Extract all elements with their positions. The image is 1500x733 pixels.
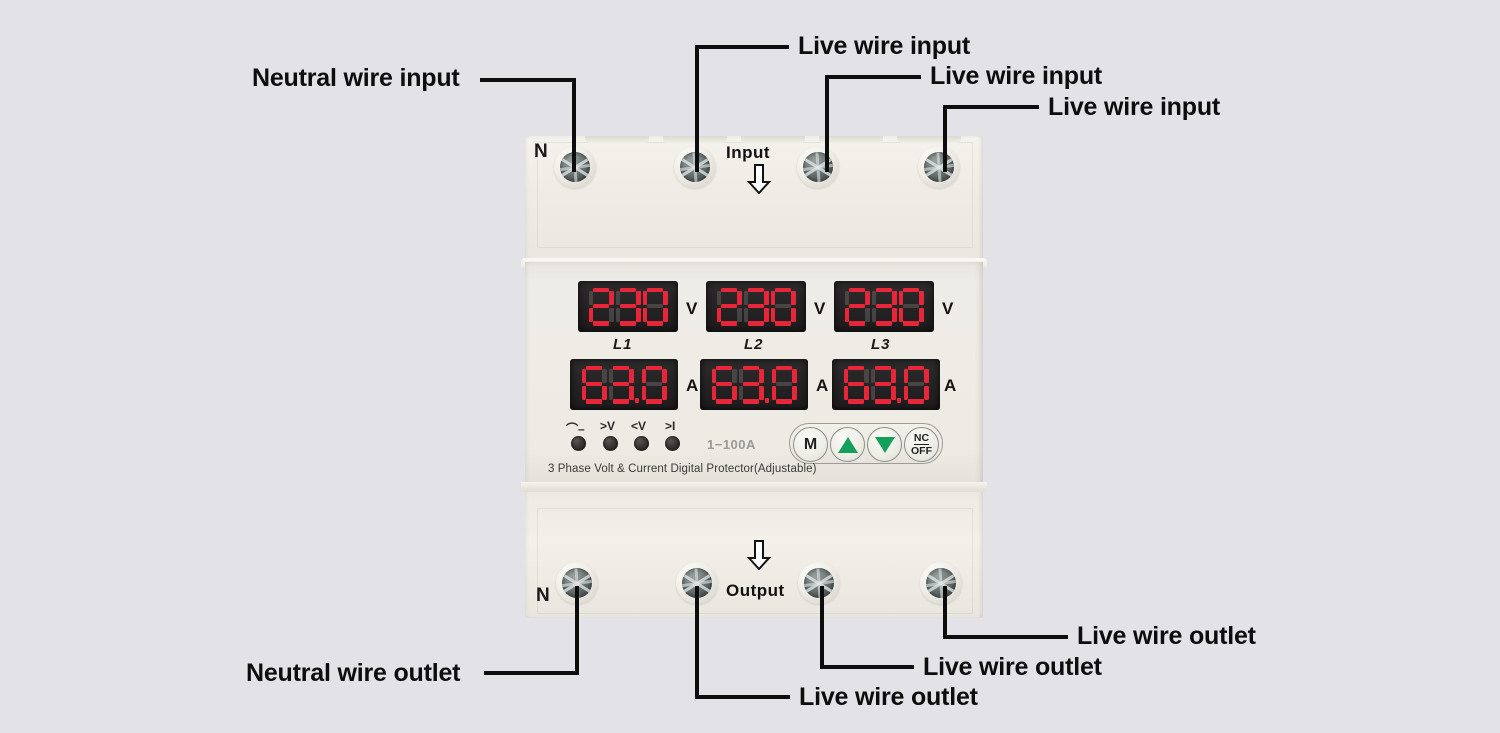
seven-segment-digit: [716, 287, 742, 326]
seven-segment-digit: [898, 287, 924, 326]
seven-segment-decimal-point: [896, 366, 903, 404]
down-arrow-outline-icon: [746, 540, 772, 570]
seven-segment-digit: [844, 287, 870, 326]
phase-label-l2: L2: [744, 336, 764, 353]
seven-segment-digit: [608, 365, 634, 404]
housing-notch: [741, 136, 805, 143]
seven-segment-digit: [615, 287, 641, 326]
voltage-unit-l1: V: [686, 299, 698, 318]
indicator-label-over-current: >I: [665, 419, 676, 433]
live-output-terminal-l2[interactable]: [798, 562, 840, 604]
screw-terminal-icon: [680, 152, 710, 182]
screw-terminal-icon: [803, 152, 833, 182]
mode-button[interactable]: M: [793, 427, 828, 462]
current-unit-l1: A: [686, 376, 699, 395]
housing-notch: [897, 136, 961, 143]
seven-segment-digit: [843, 365, 869, 404]
current-unit-l3: A: [944, 376, 957, 395]
seven-segment-digit: [743, 287, 769, 326]
input-neutral-letter: N: [534, 141, 548, 162]
callout-live-wire-input-2: Live wire input: [930, 62, 1103, 90]
callout-live-wire-input-1: Live wire input: [798, 32, 971, 60]
voltage-display-l3: [834, 281, 934, 332]
live-output-terminal-l3[interactable]: [920, 562, 962, 604]
seven-segment-digit: [870, 365, 896, 404]
callout-live-wire-outlet-3: Live wire outlet: [1077, 622, 1256, 650]
screw-terminal-icon: [924, 152, 954, 182]
current-display-l2: [700, 359, 808, 410]
output-label: Output: [726, 581, 785, 600]
seven-segment-digit: [871, 287, 897, 326]
seven-segment-digit: [771, 365, 797, 404]
phase-label-l1: L1: [613, 336, 633, 353]
callout-live-wire-input-3: Live wire input: [1048, 93, 1221, 121]
phase-label-l3: L3: [871, 336, 891, 353]
indicator-label-power: ⌒–: [566, 422, 585, 436]
seven-segment-decimal-point: [634, 366, 641, 404]
seven-segment-digit: [642, 287, 668, 326]
neutral-input-terminal[interactable]: [554, 146, 596, 188]
nc-off-button[interactable]: NC OFF: [904, 427, 939, 462]
status-led-under-voltage: [634, 436, 649, 451]
triangle-down-icon: [874, 436, 895, 453]
live-input-terminal-l2[interactable]: [797, 146, 839, 188]
live-input-terminal-l1[interactable]: [674, 146, 716, 188]
callout-live-wire-outlet-2: Live wire outlet: [923, 653, 1102, 681]
seven-segment-digit: [711, 365, 737, 404]
seven-segment-digit: [738, 365, 764, 404]
screw-terminal-icon: [926, 568, 956, 598]
housing-notch: [819, 136, 883, 143]
voltage-reading-l1: [588, 287, 669, 326]
screw-terminal-icon: [562, 568, 592, 598]
seven-segment-decimal-point: [764, 366, 771, 404]
current-reading-l3: [843, 365, 930, 404]
housing-notch: [585, 136, 649, 143]
callout-neutral-wire-outlet: Neutral wire outlet: [246, 659, 461, 687]
seven-segment-digit: [641, 365, 667, 404]
triangle-up-icon: [837, 436, 858, 453]
current-display-l1: [570, 359, 678, 410]
device-faceplate-bottom-lip: [521, 482, 987, 492]
screw-terminal-icon: [804, 568, 834, 598]
live-input-terminal-l3[interactable]: [918, 146, 960, 188]
down-arrow-outline-icon: [746, 164, 772, 194]
increase-button[interactable]: [830, 427, 865, 462]
output-neutral-letter: N: [536, 585, 550, 606]
seven-segment-digit: [581, 365, 607, 404]
current-display-l3: [832, 359, 940, 410]
letter-m-icon: M: [803, 435, 818, 453]
current-unit-l2: A: [816, 376, 829, 395]
voltage-reading-l2: [716, 287, 797, 326]
housing-notch: [663, 136, 727, 143]
voltage-reading-l3: [844, 287, 925, 326]
callout-live-wire-outlet-1: Live wire outlet: [799, 683, 978, 711]
nc-label: NC: [913, 431, 930, 445]
status-led-over-current: [665, 436, 680, 451]
seven-segment-digit: [903, 365, 929, 404]
input-label: Input: [726, 143, 771, 162]
seven-segment-digit: [588, 287, 614, 326]
voltage-display-l1: [578, 281, 678, 332]
voltage-unit-l2: V: [814, 299, 826, 318]
status-led-over-voltage: [603, 436, 618, 451]
live-output-terminal-l1[interactable]: [676, 562, 718, 604]
status-led-power: [571, 436, 586, 451]
callout-neutral-wire-input: Neutral wire input: [252, 64, 460, 92]
voltage-display-l2: [706, 281, 806, 332]
indicator-label-under-voltage: <V: [631, 419, 647, 433]
voltage-unit-l3: V: [942, 299, 954, 318]
current-reading-l1: [581, 365, 668, 404]
off-label: OFF: [911, 444, 932, 457]
current-range-label: 1−100A: [707, 437, 756, 452]
screw-terminal-icon: [682, 568, 712, 598]
device-title-line: 3 Phase Volt & Current Digital Protector…: [548, 463, 817, 475]
neutral-output-terminal[interactable]: [556, 562, 598, 604]
indicator-label-over-voltage: >V: [600, 419, 616, 433]
button-cluster: M NC OFF: [789, 423, 943, 464]
decrease-button[interactable]: [867, 427, 902, 462]
seven-segment-digit: [770, 287, 796, 326]
screw-terminal-icon: [560, 152, 590, 182]
current-reading-l2: [711, 365, 798, 404]
